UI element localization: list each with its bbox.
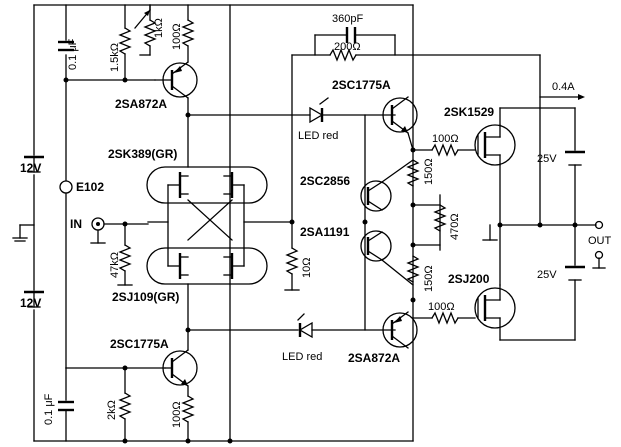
label-r-47k: 47kΩ [109,252,121,278]
label-fet-2sj200: 2SJ200 [448,272,490,286]
crd-e102 [59,79,166,369]
label-r-10: 10Ω [301,258,313,278]
label-batt-12v-top: 12V [20,161,41,175]
label-cap-01uF-top: 0.1 μF [67,38,79,70]
resistor-100-top [181,4,195,63]
label-r-100-top: 100Ω [171,23,183,50]
bias-resistors [406,159,447,283]
label-in: IN [70,217,82,231]
resistor-2k [118,367,132,442]
battery-25v-top [565,107,585,226]
pot-1-5k [118,4,151,81]
label-q-2sc1775a-top: 2SC1775A [332,78,391,92]
label-led-red-bottom: LED red [282,351,322,363]
battery-12v-bottom [24,290,44,308]
ground-left [12,224,35,242]
resistor-10 [284,54,300,291]
transistor-2sc1775a-top [382,96,418,134]
label-batt-25v-top: 25V [537,153,557,165]
label-q-2sa872a-top: 2SA872A [115,97,167,111]
transistor-2sa872a-bottom [382,311,418,349]
label-batt-25v-bottom: 25V [537,269,557,281]
label-r-100-gate-bottom: 100Ω [428,301,455,313]
label-r-150-bottom: 150Ω [423,265,435,292]
transistor-2sa872a-top [154,61,198,116]
output-terminal [592,220,606,269]
jfet-gate-wiring [147,114,293,331]
label-r-100-bottom: 100Ω [171,401,183,428]
junction-dots [63,77,578,444]
label-crd-e102: E102 [76,180,104,194]
label-r-100-gate-top: 100Ω [432,133,459,145]
output-wiring [482,164,541,286]
label-vr-470: 470Ω [449,213,461,240]
label-pot-15k: 1.5kΩ [109,43,121,72]
label-batt-12v-bottom: 12V [20,296,41,310]
label-q-2sa1191: 2SA1191 [300,225,350,239]
label-q-2sc2856: 2SC2856 [300,174,350,188]
label-current-04a: 0.4A [552,81,575,93]
main-rails [33,4,414,442]
transistor-2sc1775a-bottom [162,329,198,442]
gate-resistor-bottom [412,311,476,325]
resistor-1k [139,4,157,56]
driver-wiring [364,114,414,331]
battery-12v-top [24,155,44,173]
jfet-2sk389 [146,166,268,204]
mosfet-2sj200 [474,284,576,341]
label-r-2k: 2kΩ [106,400,118,420]
capacitor-bottom [58,367,74,442]
label-r-200: 200Ω [334,41,361,53]
mosfet-2sk1529 [474,107,576,166]
jfet-2sj109 [146,247,268,285]
label-pot-1k: 1kΩ [153,18,165,38]
label-fet-2sk1529: 2SK1529 [444,105,494,119]
capacitor-top [58,40,74,52]
resistor-47k [117,223,133,286]
feedback-network [291,27,597,226]
label-led-red-top: LED red [298,130,338,142]
gate-resistor-top [412,143,476,157]
label-out: OUT [588,235,612,247]
label-cap-360pf: 360pF [332,13,363,25]
input-jack [90,217,149,244]
led-bottom [187,313,396,339]
label-q-2sa872a-bottom: 2SA872A [348,351,400,365]
label-q-2sc1775a-bottom: 2SC1775A [110,337,169,351]
battery-25v-bottom [565,224,585,341]
label-jfet-2sk389: 2SK389(GR) [108,147,177,161]
transistor-2sa1191 [360,230,414,286]
current-arrow [539,94,585,100]
label-r-150-top: 150Ω [423,158,435,185]
transistor-2sc2856 [360,159,414,212]
label-cap-01uF-bottom: 0.1 μF [43,393,55,425]
label-jfet-2sj109: 2SJ109(GR) [112,290,179,304]
